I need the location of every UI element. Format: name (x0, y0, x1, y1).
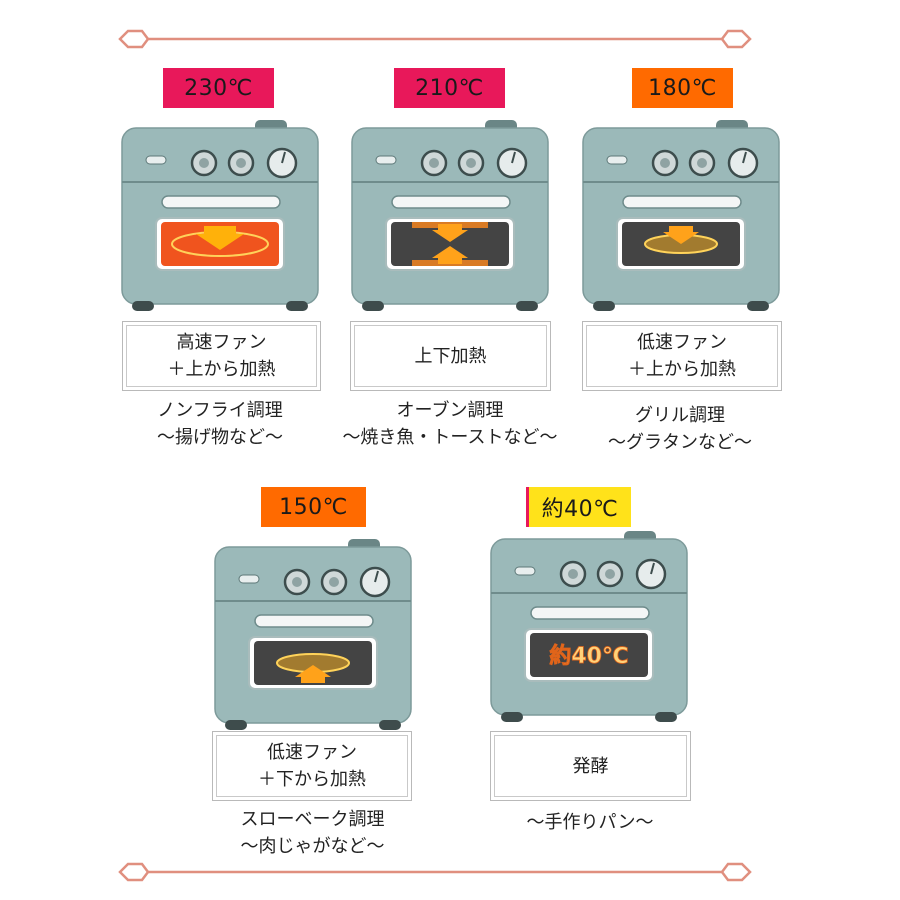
mode-box: 低速ファン ＋下から加熱 (212, 731, 412, 801)
mode-caption: オーブン調理 ～焼き魚・トーストなど～ (325, 397, 575, 451)
caption-line: グリル調理 (635, 405, 725, 426)
bottom-divider (118, 862, 752, 882)
caption-line: オーブン調理 (396, 400, 504, 421)
oven-illustration: 約40℃ (490, 531, 688, 722)
caption-line: ～焼き魚・トーストなど～ (342, 427, 558, 448)
temp-badge: 約40℃ (526, 487, 631, 527)
mode-line: 発酵 (572, 755, 609, 777)
temp-badge: 150℃ (261, 487, 366, 527)
caption-line: ノンフライ調理 (157, 400, 283, 421)
caption-line: スローベーク調理 (240, 809, 385, 830)
mode-line: ＋上から加熱 (628, 359, 736, 380)
ferment-window-text: 約40℃ (549, 643, 628, 669)
temp-badge: 180℃ (632, 68, 733, 108)
mode-line: ＋上から加熱 (167, 359, 276, 380)
mode-caption: ～手作りパン～ (490, 809, 690, 836)
mode-line: 高速ファン (176, 332, 267, 353)
mode-box: 発酵 (490, 731, 691, 801)
caption-line: ～肉じゃがなど～ (240, 836, 385, 857)
mode-line: 低速ファン (267, 742, 357, 763)
mode-line: ＋下から加熱 (258, 769, 366, 790)
mode-line: 低速ファン (637, 332, 727, 353)
temp-badge: 230℃ (163, 68, 274, 108)
mode-caption: ノンフライ調理 ～揚げ物など～ (110, 397, 330, 451)
oven-illustration (121, 120, 319, 311)
temp-badge: 210℃ (394, 68, 505, 108)
caption-line: ～グラタンなど～ (608, 432, 752, 453)
mode-caption: スローベーク調理 ～肉じゃがなど～ (205, 806, 420, 860)
oven-illustration (351, 120, 549, 311)
mode-box: 高速ファン ＋上から加熱 (122, 321, 321, 391)
caption-line: ～手作りパン～ (526, 812, 654, 833)
mode-line: 上下加熱 (414, 345, 487, 367)
mode-caption: グリル調理 ～グラタンなど～ (580, 402, 780, 456)
caption-line: ～揚げ物など～ (157, 427, 283, 448)
mode-box: 上下加熱 (350, 321, 551, 391)
mode-box: 低速ファン ＋上から加熱 (582, 321, 782, 391)
top-divider (118, 29, 752, 49)
oven-illustration (582, 120, 780, 311)
oven-illustration (214, 539, 412, 730)
